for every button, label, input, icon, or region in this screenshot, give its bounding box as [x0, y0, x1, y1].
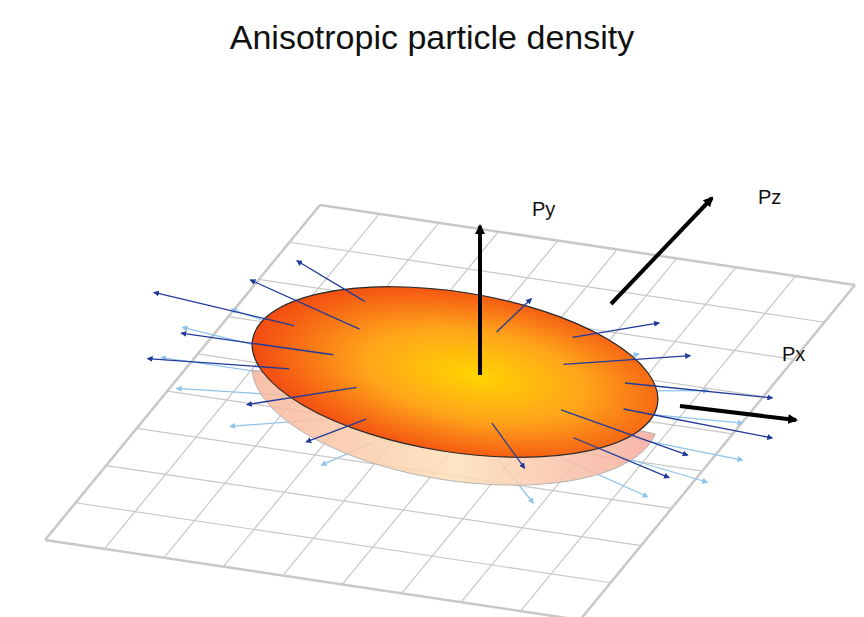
flow-arrow — [247, 387, 357, 404]
axis-label: Pz — [758, 186, 781, 209]
flow-arrow — [574, 438, 669, 478]
flow-arrow — [148, 359, 290, 369]
flow-arrow — [497, 299, 532, 332]
flow-arrow — [563, 356, 690, 365]
momentum-axes — [480, 198, 796, 420]
axis-label: Py — [532, 198, 555, 221]
grid-plane — [45, 205, 855, 617]
flow-arrow — [181, 333, 333, 355]
flow-arrow — [154, 292, 294, 325]
flow-arrow — [250, 280, 359, 329]
flow-arrow — [297, 261, 365, 302]
flow-arrow — [561, 410, 687, 455]
flow-arrow — [572, 323, 659, 337]
flow-arrow — [306, 419, 366, 442]
grid-line — [76, 503, 611, 583]
flow-arrow — [492, 423, 525, 468]
disc-surface — [240, 261, 670, 483]
diagram-title: Anisotropic particle density — [230, 18, 634, 57]
grid-line — [45, 540, 580, 617]
axis-label: Px — [782, 343, 805, 366]
flow-arrow — [625, 383, 772, 398]
upper-flow-arrows — [148, 261, 773, 478]
grid-line — [320, 205, 855, 285]
